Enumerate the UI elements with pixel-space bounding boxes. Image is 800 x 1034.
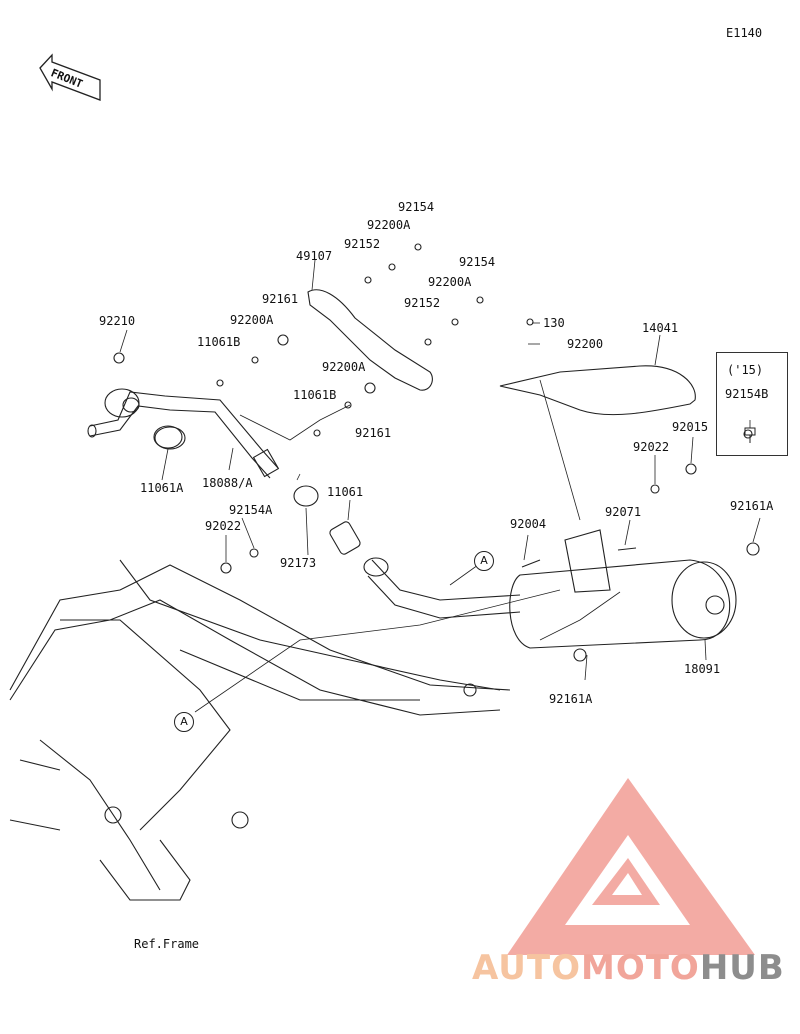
part-92022[interactable]: 92022 bbox=[205, 519, 242, 533]
part-18091[interactable]: 18091 bbox=[684, 662, 721, 676]
part-92161[interactable]: 92161 bbox=[262, 292, 299, 306]
part-92173[interactable]: 92173 bbox=[280, 556, 317, 570]
part-92200[interactable]: 92200 bbox=[567, 337, 604, 351]
heat-cover-shape bbox=[499, 365, 696, 416]
variant-year: ('15) bbox=[727, 363, 764, 377]
part-92015[interactable]: 92015 bbox=[672, 420, 709, 434]
part-92004[interactable]: 92004 bbox=[510, 517, 547, 531]
watermark-logo bbox=[507, 778, 755, 955]
hardware-shapes bbox=[113, 243, 760, 662]
part-92152[interactable]: 92152 bbox=[344, 237, 381, 251]
bolt-icon bbox=[744, 427, 756, 443]
front-arrow-icon bbox=[39, 53, 101, 101]
exhaust-pipe-shape bbox=[87, 388, 280, 479]
leader-lines bbox=[119, 259, 761, 713]
part-130[interactable]: 130 bbox=[543, 316, 565, 330]
watermark-text: AUTOMOTOHUB bbox=[472, 948, 785, 988]
part-92200A[interactable]: 92200A bbox=[322, 360, 366, 374]
watermark-auto: AUTO bbox=[472, 948, 581, 988]
part-92161A[interactable]: 92161A bbox=[549, 692, 593, 706]
part-92071[interactable]: 92071 bbox=[605, 505, 642, 519]
watermark-hub: HUB bbox=[699, 948, 785, 988]
part-18088A[interactable]: 18088/A bbox=[202, 476, 253, 490]
clamp-shape bbox=[293, 485, 319, 507]
part-92154[interactable]: 92154 bbox=[459, 255, 496, 269]
part-92210[interactable]: 92210 bbox=[99, 314, 136, 328]
part-92022[interactable]: 92022 bbox=[633, 440, 670, 454]
ref-marker-a: A bbox=[474, 551, 494, 571]
part-92154A[interactable]: 92154A bbox=[229, 503, 273, 517]
part-92200A[interactable]: 92200A bbox=[230, 313, 274, 327]
ref-marker-a: A bbox=[174, 712, 194, 732]
part-92200A[interactable]: 92200A bbox=[367, 218, 411, 232]
gasket-11061-shape bbox=[329, 521, 361, 555]
part-92200A[interactable]: 92200A bbox=[428, 275, 472, 289]
part-92152[interactable]: 92152 bbox=[404, 296, 441, 310]
part-11061A[interactable]: 11061A bbox=[140, 481, 184, 495]
diagram-code: E1140 bbox=[726, 26, 763, 40]
heat-shield-shape bbox=[307, 289, 433, 391]
part-92161[interactable]: 92161 bbox=[355, 426, 392, 440]
part-49107[interactable]: 49107 bbox=[296, 249, 333, 263]
part-11061B[interactable]: 11061B bbox=[197, 335, 241, 349]
part-92154[interactable]: 92154 bbox=[398, 200, 435, 214]
frame-shape bbox=[9, 559, 511, 901]
part-11061[interactable]: 11061 bbox=[327, 485, 364, 499]
watermark-moto: MOTO bbox=[580, 948, 700, 988]
part-11061B[interactable]: 11061B bbox=[293, 388, 337, 402]
muffler-pipe-shape bbox=[367, 559, 521, 619]
variant-box: ('15) 92154B bbox=[716, 352, 788, 456]
part-92161A[interactable]: 92161A bbox=[730, 499, 774, 513]
part-14041[interactable]: 14041 bbox=[642, 321, 679, 335]
muffler-shape bbox=[509, 529, 737, 649]
ref-frame-label: Ref.Frame bbox=[134, 937, 200, 951]
part-92154B[interactable]: 92154B bbox=[725, 387, 769, 401]
